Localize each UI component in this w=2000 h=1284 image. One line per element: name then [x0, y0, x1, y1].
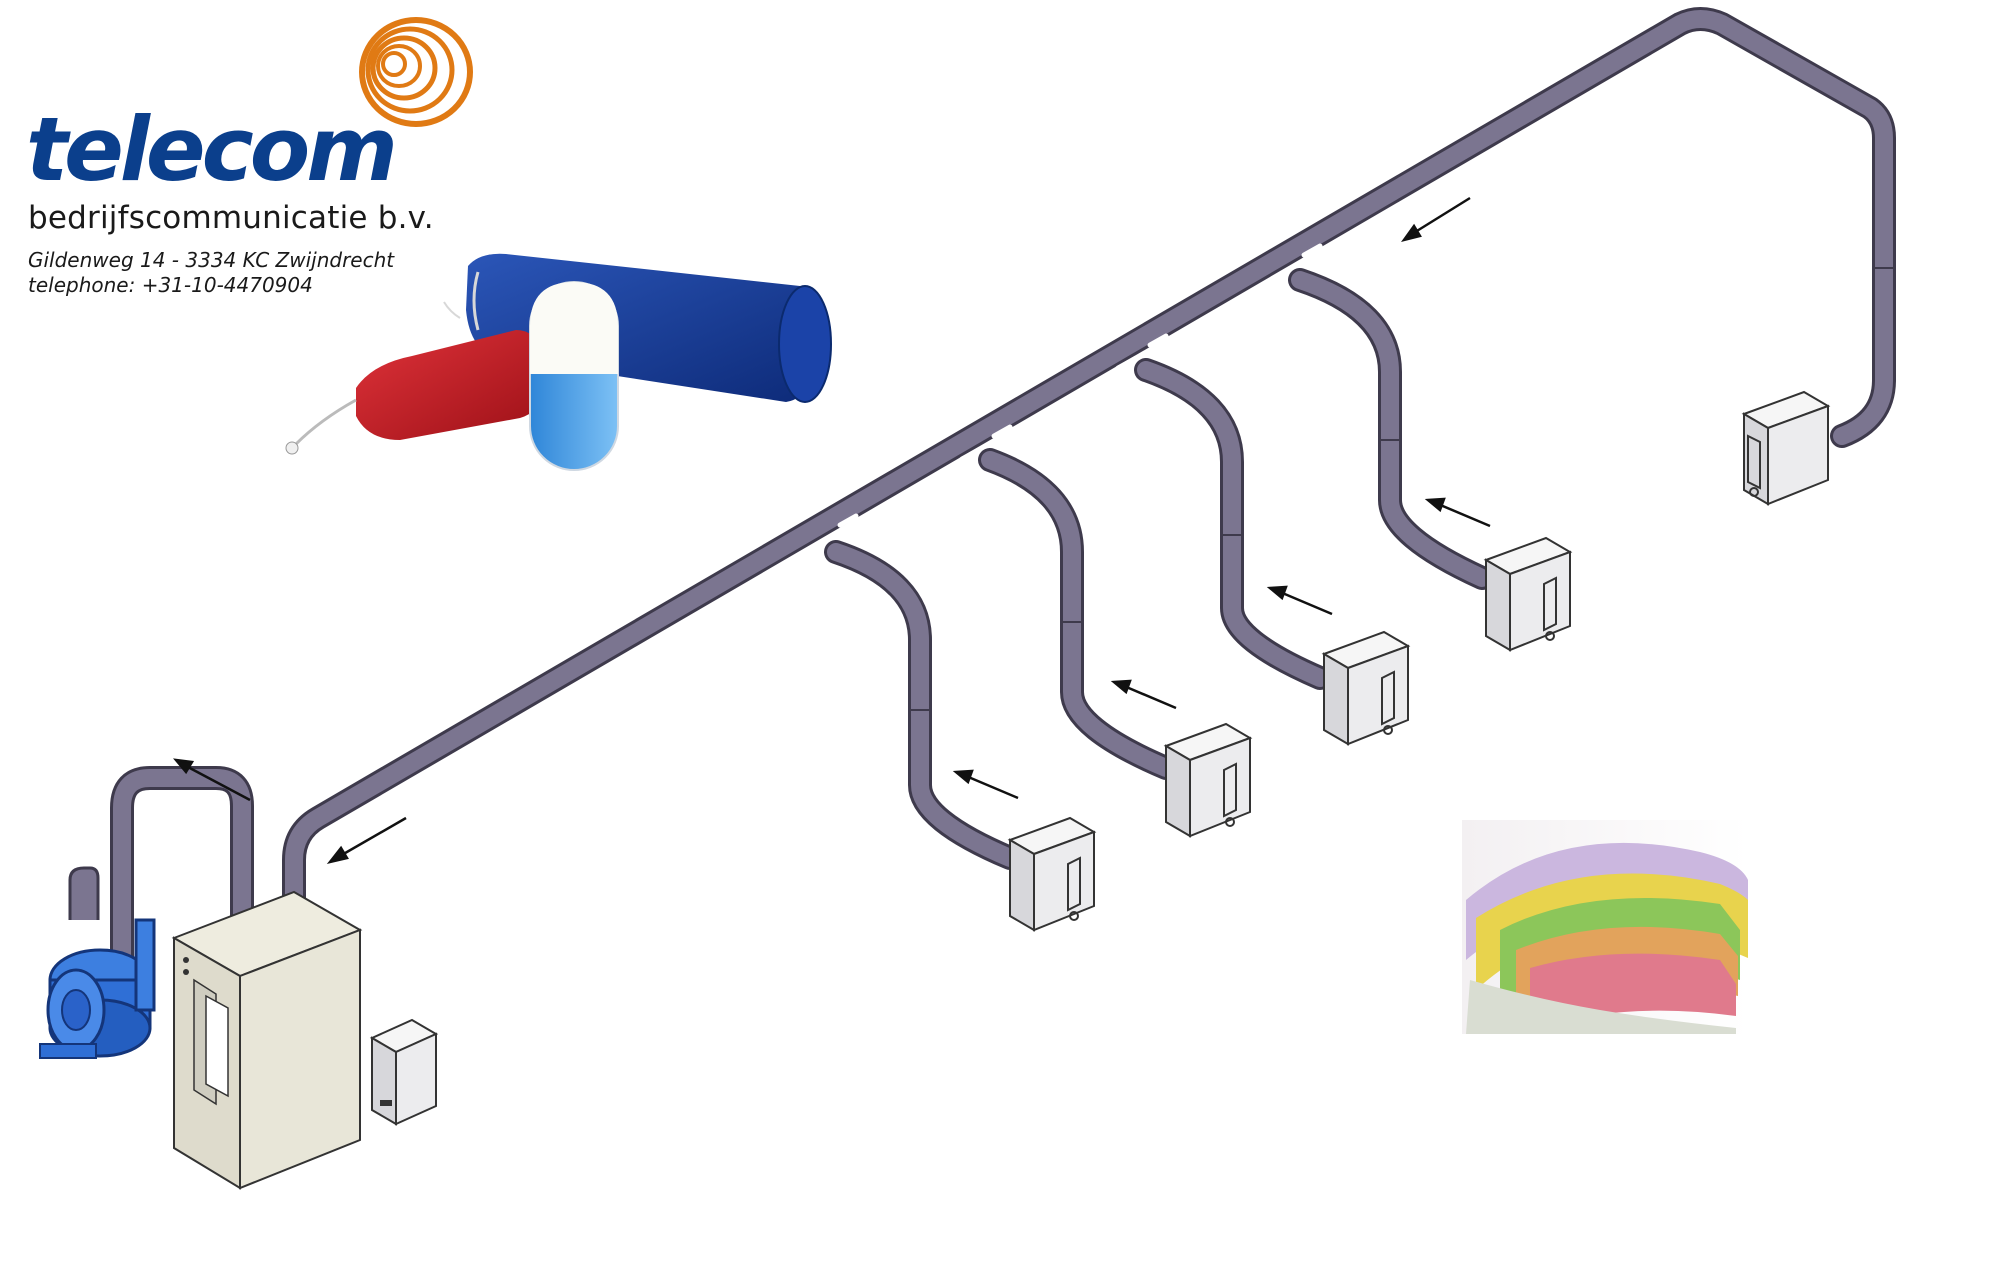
- pneumatic-tube-carriers-image: [285, 253, 832, 471]
- blower-icon: [39, 866, 156, 1059]
- main-tube: [285, 10, 1893, 999]
- send-station: [1741, 390, 1831, 506]
- flow-arrow: [173, 758, 251, 802]
- tube-network: [110, 7, 1896, 1002]
- company-logo: telecom bedrijfscommunicatie b.v. Gilden…: [26, 10, 473, 310]
- company-tagline: bedrijfscommunicatie b.v.: [28, 200, 434, 236]
- branch-tube-4: [1291, 271, 1491, 587]
- brand-name: telecom: [26, 98, 398, 201]
- send-station: [1483, 536, 1573, 652]
- flow-arrow: [326, 816, 407, 865]
- company-address: Gildenweg 14 - 3334 KC Zwijndrecht: [28, 248, 395, 272]
- branch-tube-1: [827, 543, 1019, 867]
- send-station: [1321, 630, 1411, 746]
- control-unit-icon: [369, 1018, 439, 1126]
- euro-banknotes-image: [1462, 820, 1748, 1034]
- flow-arrows: [173, 196, 1491, 865]
- branch-tube-3: [1137, 361, 1329, 687]
- flow-arrow: [1401, 196, 1471, 243]
- control-cabinet-icon: [171, 890, 363, 1190]
- branch-tube-2: [981, 451, 1175, 777]
- company-phone: telephone: +31-10-4470904: [28, 273, 313, 297]
- send-station: [1163, 722, 1253, 838]
- flow-arrow: [1424, 497, 1491, 528]
- flow-arrow: [1266, 585, 1333, 616]
- send-station: [1007, 816, 1097, 932]
- flow-arrow: [952, 769, 1019, 800]
- flow-arrow: [1110, 679, 1177, 710]
- orange-swirl-icon: [359, 17, 473, 127]
